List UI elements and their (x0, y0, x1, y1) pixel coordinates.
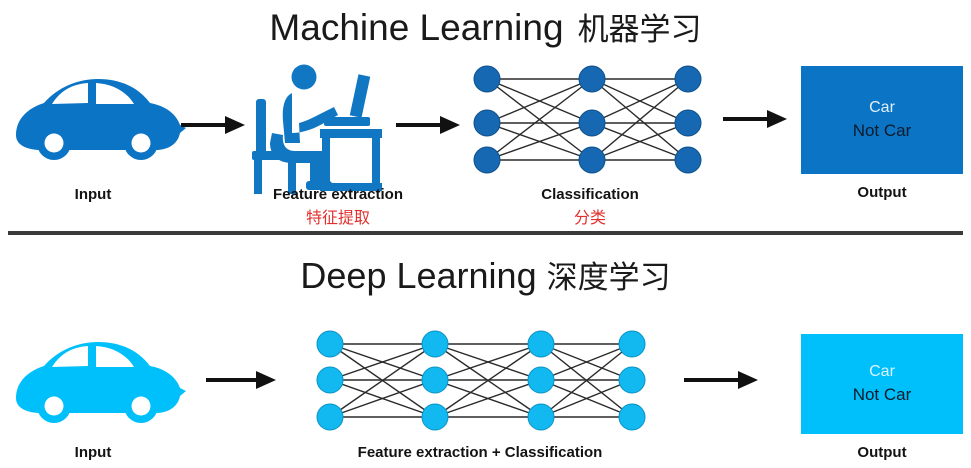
stage-label-dl-input-text: Input (74, 444, 112, 461)
stage-label-ml-feature-cn: 特征提取 (305, 208, 370, 227)
output-box-machine-learning: Car Not Car (801, 66, 963, 174)
deep-learning-title-cn: 深度学习 (546, 260, 671, 296)
output-label-car: Car (869, 98, 895, 116)
stage-label-ml-feature-text: Feature extraction (272, 186, 404, 203)
stage-label-dl-combined: Feature extraction + Classification (300, 444, 660, 461)
output-label-car: Car (869, 362, 895, 380)
machine-learning-title-cn: 机器学习 (577, 12, 702, 48)
car-icon (16, 342, 186, 423)
stage-label-ml-classification-cn: 分类 (573, 208, 606, 227)
machine-learning-title-en: Machine Learning (269, 7, 564, 48)
stage-label-ml-classification-text: Classification (541, 186, 639, 203)
stage-label-dl-output-text: Output (857, 444, 907, 461)
arrow-icon-ml-2 (396, 116, 460, 134)
car-icon (16, 79, 186, 160)
output-box-deep-learning: Car Not Car (801, 334, 963, 434)
stage-label-ml-classification: Classification 分类 (490, 186, 690, 228)
network-nodes (316, 330, 646, 431)
arrow-icon-dl-2 (684, 371, 758, 389)
stage-label-dl-input: Input (18, 444, 168, 461)
stage-label-ml-output-text: Output (857, 184, 907, 201)
stage-label-dl-output: Output (802, 444, 962, 461)
section-divider (8, 231, 963, 235)
stage-label-dl-combined-text: Feature extraction + Classification (357, 444, 603, 461)
network-edges (486, 78, 689, 161)
neural-network-icon (473, 65, 702, 174)
machine-learning-title: Machine Learning 机器学习 (0, 4, 971, 49)
stage-label-ml-input-text: Input (74, 186, 112, 203)
deep-neural-network-icon (316, 330, 646, 431)
stage-label-ml-input: Input (18, 186, 168, 203)
person-at-desk-icon (252, 64, 382, 194)
output-label-not-car: Not Car (852, 121, 912, 141)
stage-label-ml-output: Output (802, 184, 962, 201)
arrow-icon-ml-3 (723, 110, 787, 128)
network-edges (329, 343, 633, 418)
arrow-icon-ml-1 (181, 116, 245, 134)
deep-learning-title-en: Deep Learning (300, 255, 537, 296)
arrow-icon-dl-1 (206, 371, 276, 389)
stage-label-ml-feature: Feature extraction 特征提取 (238, 186, 438, 228)
output-label-not-car: Not Car (852, 385, 912, 405)
network-nodes (473, 65, 702, 174)
